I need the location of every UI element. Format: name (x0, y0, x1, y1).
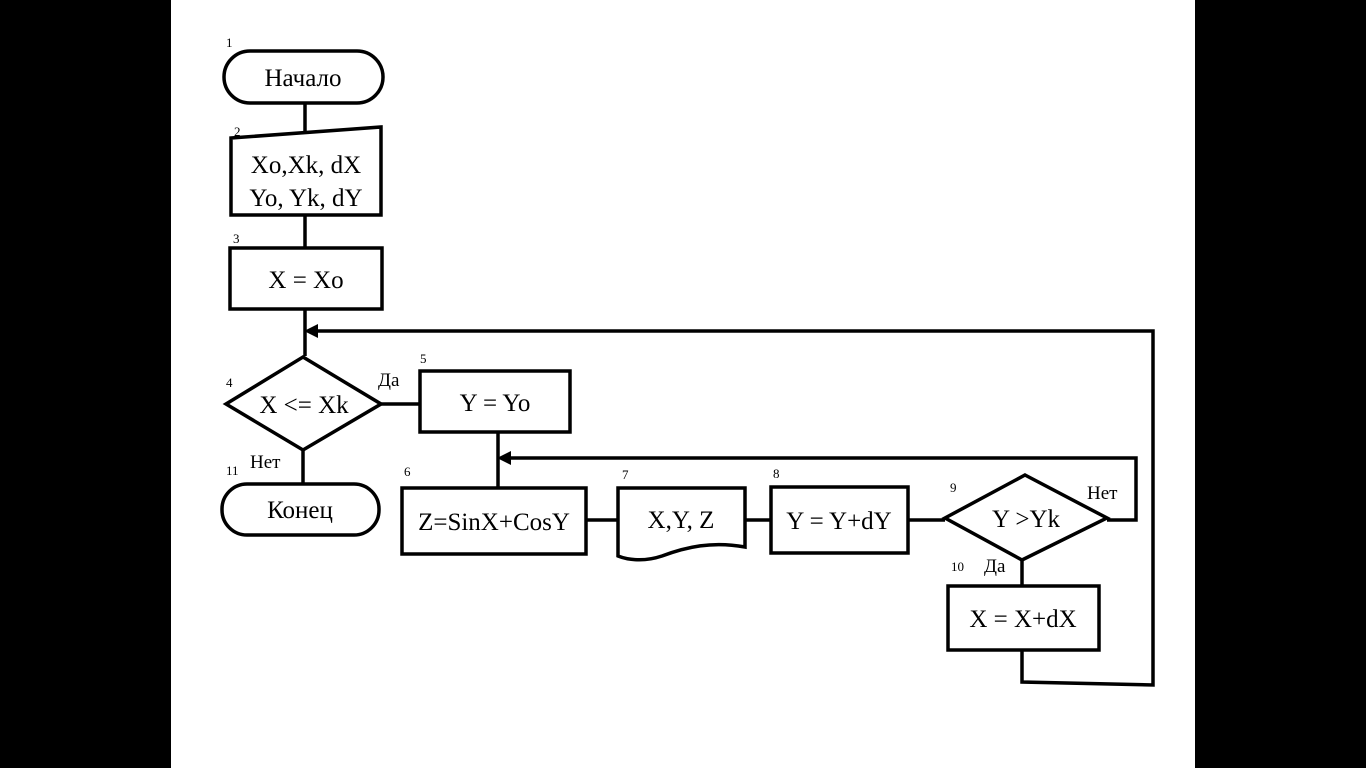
calc-z-label: Z=SinX+CosY (418, 509, 570, 536)
cond-x-label: X <= Xk (259, 392, 349, 419)
cond-x-no: Нет (250, 452, 281, 473)
block-number: 9 (950, 480, 957, 495)
block-output: X,Y, Z 7 (616, 467, 747, 562)
connectors (301, 103, 1155, 687)
block-cond-x: X <= Xk 4 Да Нет (222, 354, 400, 473)
block-number: 4 (226, 375, 233, 390)
start-label: Начало (264, 65, 341, 92)
arrow-inner (497, 451, 511, 465)
slide: Начало 1 Xo,Xk, dX Yo, Yk, dY 2 X = Xo 3… (171, 0, 1195, 768)
block-calc-z: Z=SinX+CosY 6 (400, 464, 588, 556)
block-number: 10 (951, 559, 964, 574)
block-number: 8 (773, 466, 780, 481)
cond-y-label: Y >Yk (992, 506, 1061, 533)
cond-y-yes: Да (984, 556, 1006, 577)
cond-y-no: Нет (1087, 483, 1118, 504)
line-loop-outer (317, 329, 1155, 687)
inc-x-label: X = X+dX (969, 606, 1076, 633)
input-line-1: Xo,Xk, dX (251, 152, 361, 179)
block-number: 5 (420, 351, 427, 366)
arrow-outer (304, 324, 318, 338)
block-end: Конец 11 (220, 463, 381, 537)
block-number: 2 (234, 124, 241, 139)
init-x-label: X = Xo (268, 267, 343, 294)
block-input: Xo,Xk, dX Yo, Yk, dY 2 (229, 124, 383, 217)
block-number: 1 (226, 35, 233, 50)
block-number: 6 (404, 464, 411, 479)
cond-x-yes: Да (378, 370, 400, 391)
block-number: 11 (226, 463, 239, 478)
block-inc-y: Y = Y+dY 8 (769, 466, 910, 555)
init-y-label: Y = Yo (460, 390, 531, 417)
block-number: 7 (622, 467, 629, 482)
block-cond-y: Y >Yk 9 Нет Да (941, 473, 1118, 577)
block-start: Начало 1 (222, 35, 385, 105)
block-init-y: Y = Yo 5 (418, 351, 572, 434)
input-line-2: Yo, Yk, dY (249, 185, 362, 212)
output-label: X,Y, Z (648, 507, 715, 534)
block-init-x: X = Xo 3 (228, 231, 384, 311)
line-loop-inner (510, 456, 1138, 522)
block-inc-x: X = X+dX 10 (946, 559, 1101, 652)
inc-y-label: Y = Y+dY (786, 508, 892, 535)
end-label: Конец (267, 497, 333, 524)
block-number: 3 (233, 231, 240, 246)
